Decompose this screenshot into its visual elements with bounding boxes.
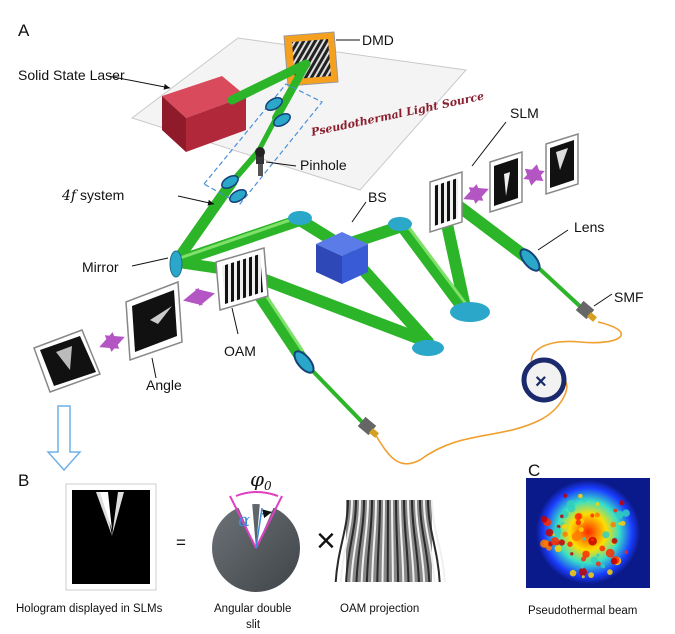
dmd-label: DMD	[362, 32, 394, 48]
bs-pointer	[351, 201, 367, 223]
coincidence-detector: ×	[521, 357, 567, 403]
slm-pointer	[471, 121, 507, 167]
oam-slm	[215, 247, 269, 311]
caption-hologram: Hologram displayed in SLMs	[16, 603, 163, 615]
4f-system-box	[203, 83, 323, 205]
laser-pointer	[107, 75, 171, 90]
fiber-left	[373, 381, 568, 465]
equals-sign: =	[176, 533, 186, 552]
oam-pointer	[231, 307, 239, 335]
slm-swap-arrow-2	[523, 164, 545, 186]
oam-label: OAM	[224, 343, 256, 359]
phi-symbol: φ0	[250, 467, 272, 493]
smf-coupler-right	[575, 300, 597, 322]
pinhole-pointer	[265, 161, 297, 167]
caption-slit-1: Angular double	[214, 603, 291, 615]
4f-lenses	[221, 97, 291, 203]
4f-pointer	[177, 195, 215, 206]
dmd-device	[283, 31, 339, 87]
angular-slit-disk	[212, 491, 300, 592]
angle-swap-arrow	[183, 287, 215, 307]
angle-slm-far	[33, 329, 101, 393]
angle-slm	[125, 280, 183, 362]
smf-coupler-left	[357, 416, 379, 438]
source-board	[130, 37, 467, 191]
hologram-frame	[65, 483, 157, 591]
slm-label: SLM	[510, 105, 539, 121]
angle-label: Angle	[146, 377, 182, 393]
panel-label-b: B	[18, 471, 29, 490]
caption-slit-2: slit	[246, 619, 261, 631]
lens-left	[293, 350, 315, 374]
pinhole-label: Pinhole	[300, 157, 347, 173]
pseudothermal-beam-image	[526, 478, 650, 588]
smf-pointer	[593, 293, 613, 307]
4f-label: 4f system	[61, 187, 124, 204]
angle-pointer	[151, 357, 157, 379]
mirror	[169, 250, 183, 278]
lens-pointer	[537, 229, 569, 251]
caption-beam: Pseudothermal beam	[528, 605, 637, 617]
panel-label-c: C	[528, 461, 540, 480]
pinhole	[255, 147, 265, 176]
down-arrow-icon	[46, 405, 82, 472]
smf-label: SMF	[614, 289, 644, 305]
laser-box	[162, 76, 246, 152]
slm-swap-arrow-1	[463, 184, 489, 204]
times-sign: ×	[316, 522, 336, 560]
fiber-right	[530, 321, 623, 373]
oam-projection	[334, 499, 446, 583]
bs-label: BS	[368, 189, 387, 205]
angle-swap-arrow-2	[99, 332, 125, 352]
mirror-label: Mirror	[82, 259, 119, 275]
lens-label: Lens	[574, 219, 604, 235]
lens-right	[519, 248, 541, 272]
panel-label-a: A	[18, 21, 30, 40]
beam-splitter	[316, 232, 368, 284]
alpha-symbol: α	[238, 510, 250, 531]
caption-oam: OAM projection	[340, 603, 419, 615]
laser-label: Solid State Laser	[18, 67, 125, 83]
mirrors	[288, 211, 490, 356]
slm-group	[429, 132, 579, 234]
mirror-pointer	[131, 257, 169, 267]
times-icon: ×	[535, 371, 547, 393]
